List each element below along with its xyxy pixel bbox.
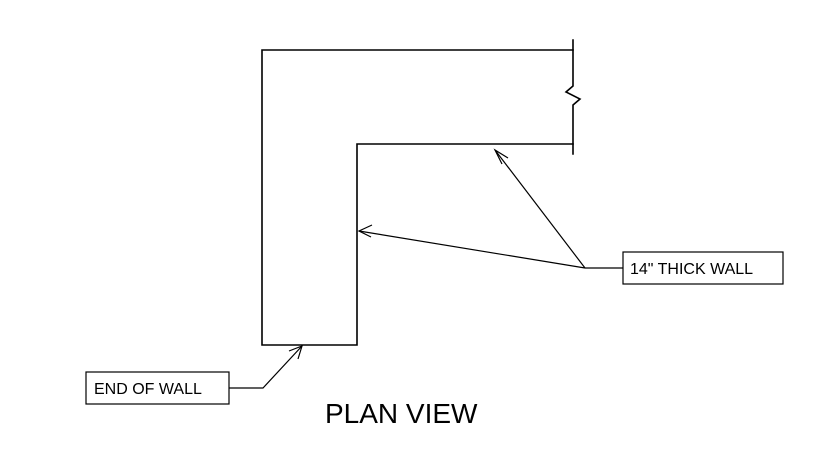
- arrowhead-inner-top-edge: [493, 148, 509, 165]
- arrowhead-inner-side-edge: [357, 224, 373, 238]
- callout-label-end-of-wall: END OF WALL: [94, 381, 202, 398]
- callout-box-end-of-wall: [85, 371, 230, 405]
- thick-wall-leaders: [357, 148, 623, 269]
- wall-break-line: [564, 39, 582, 155]
- end-of-wall-leader: [228, 344, 303, 389]
- arrowhead-end-of-wall: [288, 344, 303, 360]
- callout-end-of-wall: END OF WALL: [85, 371, 230, 405]
- leader-to-inner-top-edge: [494, 149, 586, 269]
- drawing-title: PLAN VIEW: [325, 398, 478, 429]
- leader-to-inner-side-edge: [358, 230, 586, 269]
- leader-shoulder-end-of-wall: [228, 345, 303, 389]
- callout-thick-wall: 14" THICK WALL: [622, 251, 784, 285]
- wall-outer-edge: [261, 49, 574, 346]
- callout-label-thick-wall: 14" THICK WALL: [630, 261, 753, 278]
- wall-outline: [261, 39, 582, 346]
- callout-box-thick-wall: [622, 251, 784, 285]
